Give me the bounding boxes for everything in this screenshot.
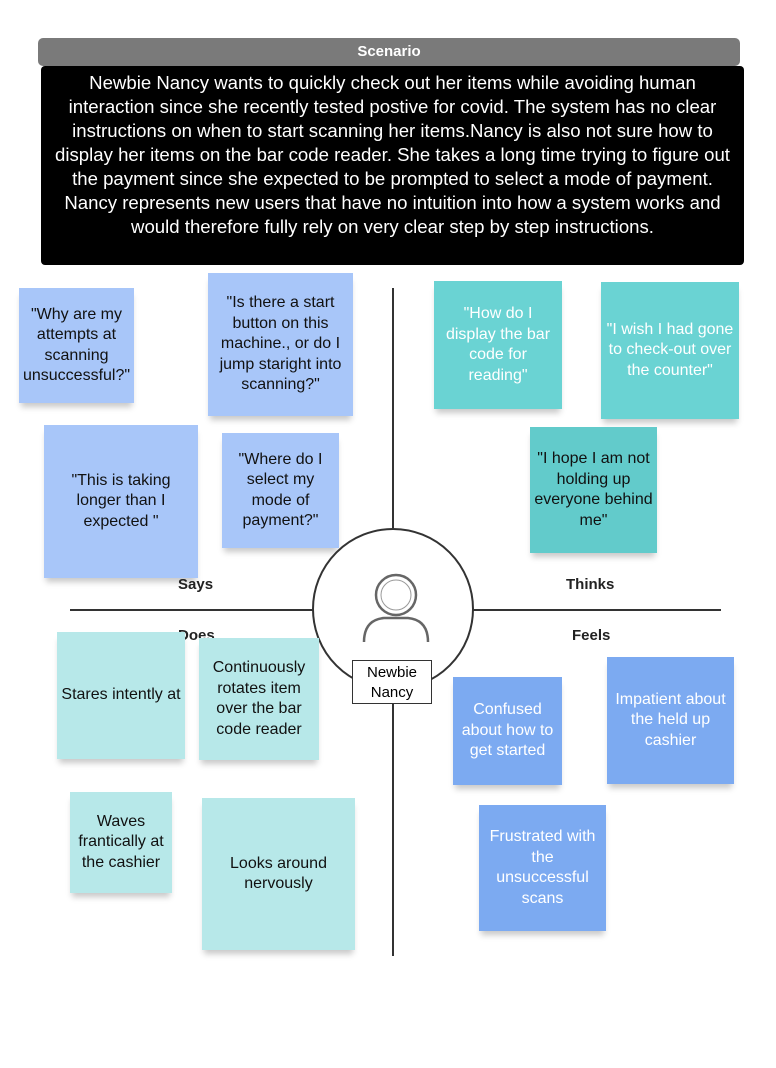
does-note: Continuously rotates item over the bar c… <box>199 638 319 760</box>
does-note: Looks around nervously <box>202 798 355 950</box>
does-note: Stares intently at <box>57 632 185 759</box>
feels-label: Feels <box>572 627 611 644</box>
user-icon <box>362 573 430 643</box>
says-note: "Is there a start button on this machine… <box>208 273 353 416</box>
feels-note: Frustrated with the unsuccessful scans <box>479 805 606 931</box>
does-note: Waves frantically at the cashier <box>70 792 172 893</box>
says-note: "Where do I select my mode of payment?" <box>222 433 339 548</box>
says-label: Says <box>178 576 214 593</box>
feels-note: Impatient about the held up cashier <box>607 657 734 784</box>
vertical-axis-top <box>392 288 394 528</box>
thinks-note: "I wish I had gone to check-out over the… <box>601 282 739 419</box>
horizontal-axis-left <box>70 609 313 611</box>
vertical-axis-bottom <box>392 686 394 956</box>
horizontal-axis-right <box>470 609 721 611</box>
feels-note: Confused about how to get started <box>453 677 562 785</box>
scenario-header: Scenario <box>38 38 740 66</box>
thinks-note: "I hope I am not holding up everyone beh… <box>530 427 657 553</box>
thinks-label: Thinks <box>566 576 615 593</box>
scenario-description: Newbie Nancy wants to quickly check out … <box>41 66 744 265</box>
says-note: "This is taking longer than I expected " <box>44 425 198 578</box>
says-note: "Why are my attempts at scanning unsucce… <box>19 288 134 403</box>
thinks-note: "How do I display the bar code for readi… <box>434 281 562 409</box>
persona-name: Newbie Nancy <box>352 660 432 704</box>
